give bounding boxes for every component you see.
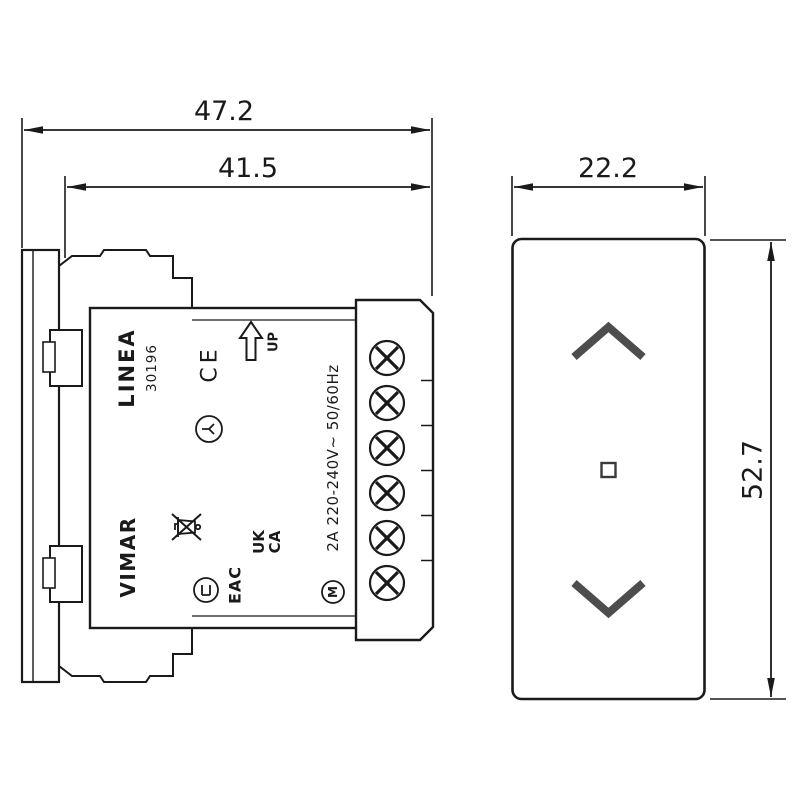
circled-cert-icon <box>195 415 223 443</box>
dimension-overall-depth: 47.2 <box>21 96 433 296</box>
screw-terminal-icon <box>368 474 406 512</box>
dim-recess-depth-value: 41.5 <box>218 153 278 184</box>
chevron-up-icon <box>571 321 646 361</box>
up-arrow-icon <box>238 320 264 361</box>
spring-clip-bottom <box>42 545 83 603</box>
dim-front-height-value: 52.7 <box>738 440 769 500</box>
spring-clip-top <box>42 329 83 387</box>
series-label: LINEA <box>115 328 139 407</box>
mounting-plate <box>20 248 61 684</box>
ukca-top-label: UK <box>250 529 268 554</box>
dimension-front-width: 22.2 <box>511 153 706 236</box>
terminal-block <box>354 298 435 642</box>
front-view <box>511 237 706 701</box>
crossed-out-bin-icon <box>171 513 202 541</box>
chevron-down-icon <box>571 579 646 619</box>
ce-mark-label: CE <box>198 345 223 382</box>
screw-terminal-icon <box>368 429 406 467</box>
screw-terminal-icon <box>368 384 406 422</box>
dimension-front-height: 52.7 <box>710 239 786 700</box>
screw-terminal-icon <box>368 519 406 557</box>
model-label: 30196 <box>144 344 160 392</box>
side-view: LINEA 30196 CE UP VIMAR <box>20 248 435 684</box>
stop-square-icon <box>600 461 617 479</box>
ukca-bottom-label: CA <box>266 530 284 553</box>
screw-terminal-icon <box>368 564 406 602</box>
module-body <box>88 306 364 630</box>
ukca-mark: UK CA <box>250 529 284 554</box>
rating-label: 2A 220-240V~ 50/60Hz <box>324 364 342 551</box>
rocker-plate <box>511 237 706 701</box>
bottom-bracket <box>58 628 193 683</box>
eac-mark-label: EAC <box>226 566 245 604</box>
top-bracket <box>58 249 193 308</box>
circled-cert-icon <box>193 577 219 603</box>
dimension-recess-depth: 41.5 <box>64 153 430 258</box>
up-label: UP <box>267 332 282 352</box>
screw-terminal-icon <box>368 339 406 377</box>
dim-front-width-value: 22.2 <box>578 153 638 184</box>
circled-m-icon: M <box>321 580 345 604</box>
dim-overall-depth-value: 47.2 <box>194 96 254 127</box>
brand-label: VIMAR <box>116 516 140 597</box>
body-markings: LINEA 30196 CE UP VIMAR <box>115 320 345 604</box>
motor-label: M <box>326 586 340 598</box>
